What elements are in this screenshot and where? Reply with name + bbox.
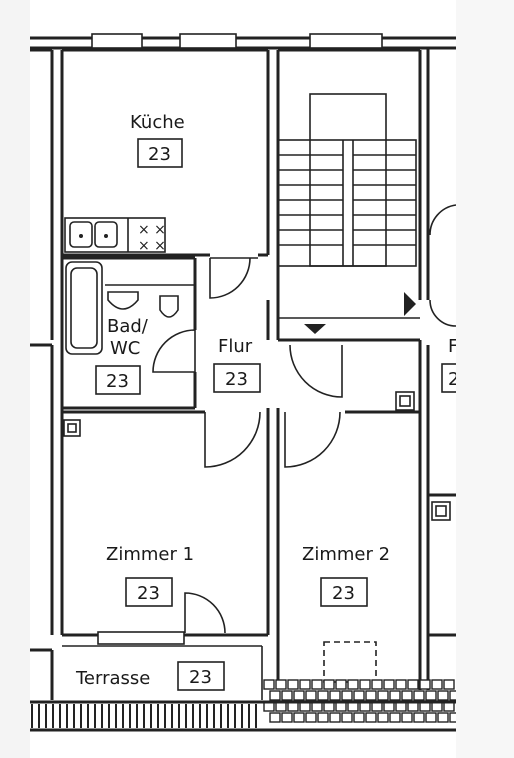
hedge-brick xyxy=(365,712,377,723)
hedge-brick xyxy=(407,679,419,690)
hedge-brick xyxy=(437,690,449,701)
hedge-brick xyxy=(413,712,425,723)
hedge-brick xyxy=(341,712,353,723)
bad-number-box xyxy=(95,365,141,395)
toilet xyxy=(159,295,179,318)
kueche-number-box xyxy=(137,138,183,168)
bad-number: 23 xyxy=(106,371,129,392)
hedge-brick xyxy=(293,712,305,723)
hedge-brick xyxy=(269,712,281,723)
hedge-brick xyxy=(269,690,281,701)
hedge-brick xyxy=(347,679,359,690)
hedge-brick xyxy=(281,712,293,723)
hedge-brick xyxy=(353,712,365,723)
hedge-brick xyxy=(401,712,413,723)
hedge-brick xyxy=(425,712,437,723)
neighbor-partial-letter: F xyxy=(448,336,458,357)
bad-label-line2: WC xyxy=(110,338,140,359)
hedge-brick xyxy=(431,679,443,690)
hedge-brick xyxy=(305,690,317,701)
hedge-brick xyxy=(293,690,305,701)
flur-label: Flur xyxy=(218,336,253,357)
hedge-brick xyxy=(317,712,329,723)
right-edge-mask xyxy=(456,0,514,758)
hedge-brick xyxy=(263,679,275,690)
terrace-area xyxy=(62,631,377,700)
terrasse-number: 23 xyxy=(189,667,212,688)
svg-text:× ×: × × xyxy=(138,222,166,238)
hedge-brick xyxy=(341,690,353,701)
terrasse-label: Terrasse xyxy=(75,668,150,689)
bathtub xyxy=(65,261,103,355)
zimmer1-label: Zimmer 1 xyxy=(106,544,194,565)
hedge-brick xyxy=(401,690,413,701)
left-neighbor-walls xyxy=(30,48,54,700)
hedge-brick xyxy=(323,679,335,690)
hedge-brick xyxy=(317,690,329,701)
hedge-brick xyxy=(275,679,287,690)
hedge-brick xyxy=(443,679,455,690)
hedge-brick xyxy=(329,690,341,701)
garden-fence xyxy=(31,704,257,728)
hedge-brick xyxy=(281,690,293,701)
hedge-brick xyxy=(437,712,449,723)
hedge-brick xyxy=(377,712,389,723)
hedge-brick xyxy=(287,679,299,690)
flur-number: 23 xyxy=(225,369,248,390)
zimmer2-label: Zimmer 2 xyxy=(302,544,390,565)
zimmer2-number: 23 xyxy=(332,583,355,604)
hedge-brick xyxy=(389,712,401,723)
hedge-brick xyxy=(389,690,401,701)
top-wall xyxy=(30,33,456,50)
hedge-brick xyxy=(335,679,347,690)
hedge-brick xyxy=(371,679,383,690)
doors xyxy=(152,257,343,634)
zimmer1-number: 23 xyxy=(137,583,160,604)
hedge-brick xyxy=(329,712,341,723)
hedge-brick xyxy=(383,679,395,690)
hedge-brick xyxy=(377,690,389,701)
sink xyxy=(107,291,139,310)
hedge-brick xyxy=(359,679,371,690)
hedge-brick xyxy=(425,690,437,701)
neighbor-partial-number: 2 xyxy=(448,369,459,390)
hedge-brick xyxy=(395,679,407,690)
shafts xyxy=(63,391,451,521)
bad-label-line1: Bad/ xyxy=(107,316,149,337)
hedge-brick xyxy=(353,690,365,701)
hedge-brick xyxy=(419,679,431,690)
terrasse-number-box xyxy=(177,661,225,691)
left-margin xyxy=(0,0,30,758)
apartment-walls xyxy=(60,48,456,690)
hedge-brick xyxy=(413,690,425,701)
hedge-brick xyxy=(305,712,317,723)
neighbor-door-2 xyxy=(429,299,457,327)
svg-text:× ×: × × xyxy=(138,238,166,254)
kitchen-counter: × × × × xyxy=(64,217,166,254)
neighbor-door xyxy=(429,204,457,236)
staircase xyxy=(277,93,420,334)
zimmer1-number-box xyxy=(125,577,173,607)
flur-number-box xyxy=(213,363,261,393)
hedge-brick xyxy=(299,679,311,690)
hedge xyxy=(263,679,461,723)
zimmer2-number-box xyxy=(320,577,368,607)
kueche-number: 23 xyxy=(148,144,171,165)
hedge-brick xyxy=(311,679,323,690)
kueche-label: Küche xyxy=(130,112,185,133)
hedge-brick xyxy=(365,690,377,701)
